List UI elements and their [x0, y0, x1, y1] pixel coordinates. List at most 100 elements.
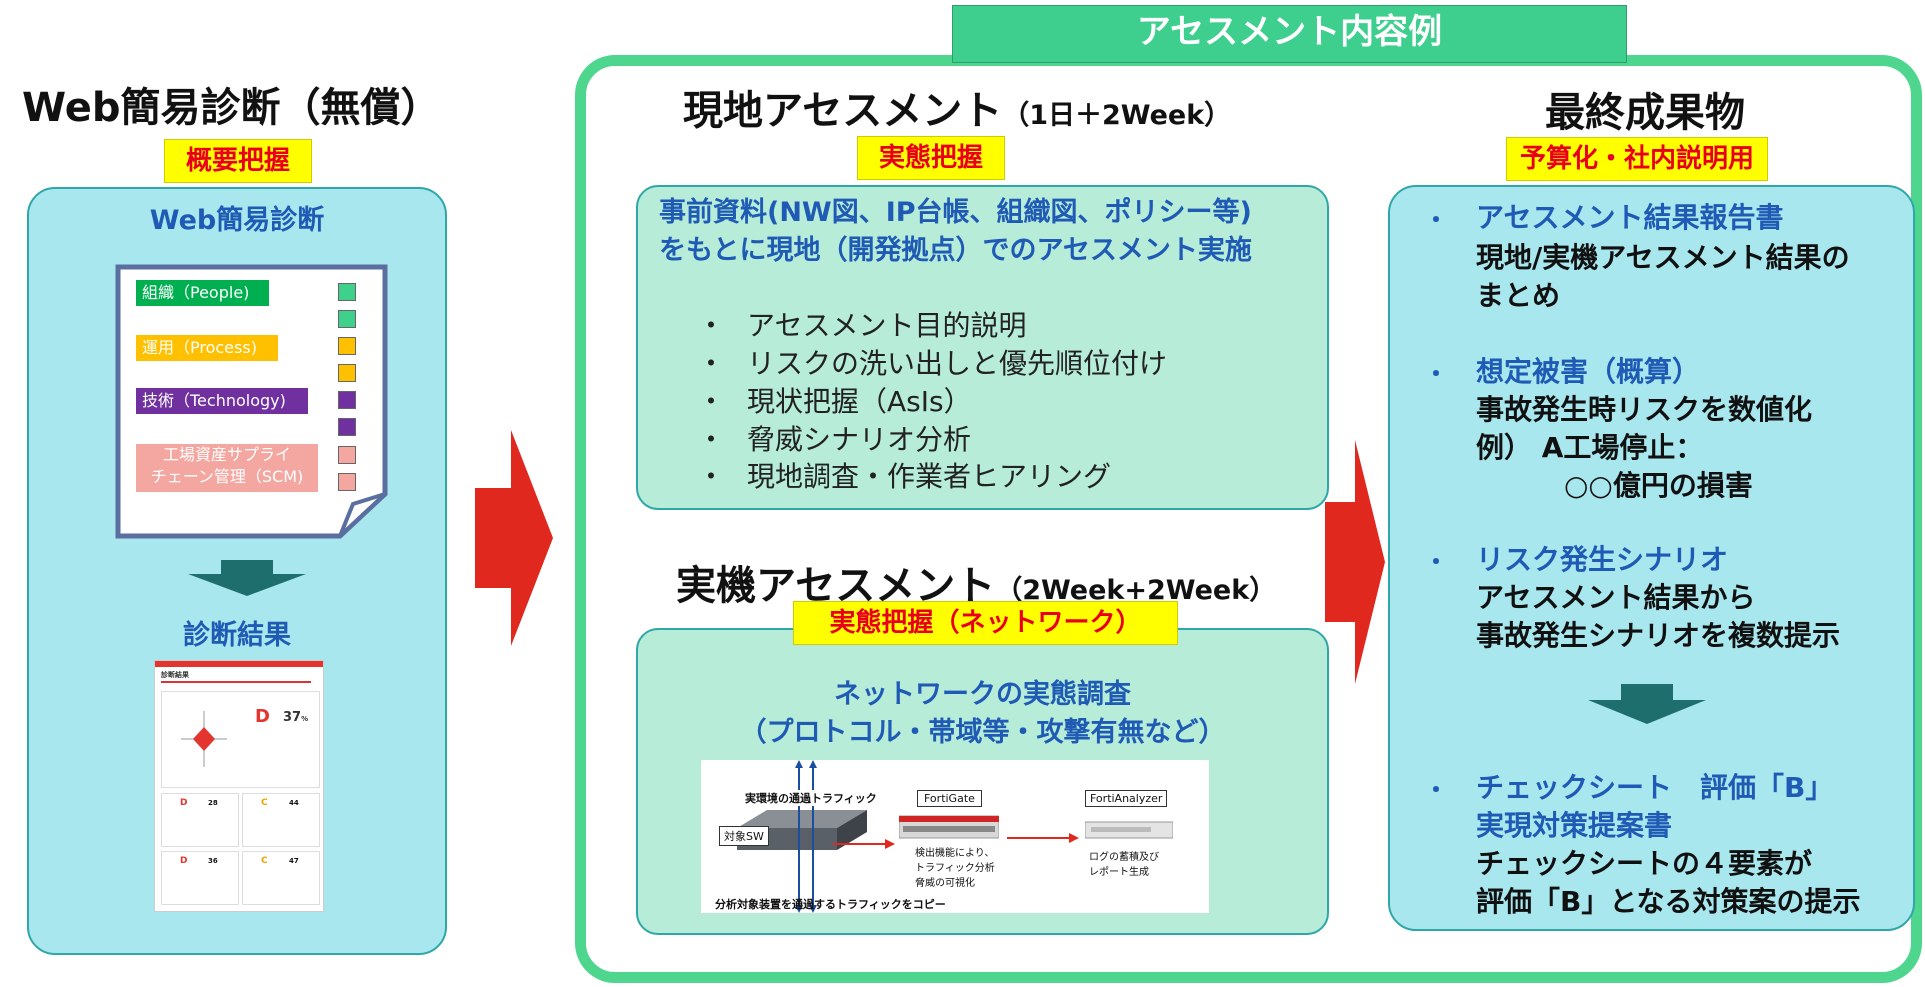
final-tag: 予算化・社内説明用: [1506, 137, 1768, 181]
doc-item-scm: 工場資産サプライ チェーン管理（SCM): [136, 444, 318, 492]
report-card: D 28: [161, 793, 239, 847]
final-title: 最終成果物: [1545, 90, 1745, 136]
final-item: ・ チェックシート 評価「B」 実現対策提案書 チェックシートの４要素が 評価「…: [1424, 766, 1904, 926]
onsite-item-text: アセスメント目的説明: [747, 309, 1027, 342]
onsite-item: ・ リスクの洗い出しと優先順位付け: [697, 342, 1297, 380]
fortigate-desc-line: トラフィック分析: [915, 863, 995, 874]
card-percent: 36: [208, 857, 218, 865]
fortianalyzer-desc: ログの蓄積及び レポート生成: [1089, 850, 1159, 880]
report-thumbnail: 診断結果 D 37% D 28 C 44 D 36 C 47: [154, 660, 324, 912]
score-square: [338, 446, 356, 464]
score-square: [338, 391, 356, 409]
card-percent: 47: [289, 857, 299, 865]
final-item-line: 評価「B」となる対策案の提示: [1476, 885, 1861, 918]
fortigate-desc: 検出機能により、 トラフィック分析 脅威の可視化: [915, 846, 995, 891]
down-arrow-icon: [1588, 684, 1706, 724]
report-card: C 44: [242, 793, 320, 847]
bullet-dot: ・: [697, 460, 726, 493]
final-item: ・ 想定被害（概算） 事故発生時リスクを数値化 例） A工場停止： ○○億円の損…: [1424, 350, 1904, 502]
fortigate-desc-line: 検出機能により、: [915, 848, 995, 859]
diagram-bottom-label: 分析対象装置を通過するトラフィックをコピー: [715, 898, 946, 911]
score-square: [338, 337, 356, 355]
final-item-line: 現地/実機アセスメント結果の: [1476, 241, 1850, 274]
onsite-title: 現地アセスメント（1日＋2Week）: [683, 78, 1231, 136]
report-rule: [161, 681, 311, 683]
radar-chart-icon: [181, 711, 227, 767]
onsite-item: ・ 脅威シナリオ分析: [697, 418, 1297, 456]
final-item-line: 事故発生シナリオを複数提示: [1476, 619, 1841, 652]
report-accent-bar: [155, 661, 323, 667]
bullet-dot: ・: [697, 385, 726, 418]
fortigate-label: FortiGate: [917, 790, 982, 807]
overview-tag: 概要把握: [164, 139, 312, 183]
network-diagram: 実環境の通過トラフィック 対象SW FortiGate 検出機能により、 トラフ…: [701, 760, 1209, 913]
score-square: [338, 310, 356, 328]
onsite-item-text: 脅威シナリオ分析: [747, 423, 972, 456]
fortianalyzer-device-icon: [1085, 821, 1173, 839]
diagnosis-result-title: 診断結果: [183, 620, 291, 651]
final-item: ・ リスク発生シナリオ アセスメント結果から 事故発生シナリオを複数提示: [1424, 538, 1904, 658]
onsite-tag: 実態把握: [857, 136, 1005, 180]
red-arrow-icon: [1325, 440, 1385, 684]
card-grade: D: [180, 798, 188, 808]
bullet-dot: ・: [1424, 548, 1448, 576]
onsite-item-text: リスクの洗い出しと優先順位付け: [747, 347, 1168, 380]
final-item-title: 想定被害（概算）: [1476, 355, 1701, 388]
device-lead-1: ネットワークの実態調査: [834, 679, 1131, 710]
onsite-item: ・ 現状把握（AsIs）: [697, 380, 1297, 418]
assessment-banner: アセスメント内容例: [952, 5, 1627, 63]
card-percent: 44: [289, 799, 299, 807]
bullet-dot: ・: [697, 347, 726, 380]
card-grade: C: [261, 856, 268, 866]
device-period: （2Week+2Week）: [995, 575, 1277, 606]
device-title: 実機アセスメント（2Week+2Week）: [676, 553, 1276, 611]
final-item-line: チェックシートの４要素が: [1476, 847, 1813, 880]
doc-item-people: 組織（People): [136, 280, 269, 306]
final-item-line: ○○億円の損害: [1564, 469, 1753, 502]
report-card: D 36: [161, 851, 239, 905]
final-item-title-2: 実現対策提案書: [1476, 809, 1673, 842]
final-item-line: 事故発生時リスクを数値化: [1476, 393, 1813, 426]
onsite-panel: [636, 185, 1329, 510]
final-item-title: チェックシート 評価「B」: [1476, 771, 1834, 804]
card-percent: 28: [208, 799, 218, 807]
red-arrow-icon: [475, 430, 553, 646]
final-panel: [1388, 185, 1915, 931]
onsite-item: ・ 現地調査・作業者ヒアリング: [697, 455, 1297, 493]
overall-grade: D: [255, 706, 270, 727]
down-arrow-icon: [188, 560, 306, 596]
report-summary-box: [161, 691, 320, 788]
final-item-title: リスク発生シナリオ: [1476, 543, 1729, 576]
traffic-label: 実環境の通過トラフィック: [745, 790, 877, 806]
final-item-line: 例） A工場停止：: [1476, 431, 1704, 464]
doc-item-process: 運用（Process): [136, 335, 278, 361]
overall-percent: 37%: [283, 710, 309, 725]
doc-item-technology: 技術（Technology): [136, 388, 308, 414]
onsite-lead-2: をもとに現地（開発拠点）でのアセスメント実施: [659, 235, 1252, 266]
report-card: C 47: [242, 851, 320, 905]
fortigate-device-icon: [899, 815, 999, 839]
onsite-item: ・ アセスメント目的説明: [697, 304, 1297, 342]
bullet-dot: ・: [1424, 360, 1448, 388]
mirror-arrow-icon: [833, 839, 895, 849]
switch-label: 対象SW: [719, 826, 769, 846]
score-square: [338, 418, 356, 436]
final-item-line: まとめ: [1476, 279, 1561, 312]
fortianalyzer-label: FortiAnalyzer: [1085, 790, 1168, 807]
bullet-dot: ・: [1424, 206, 1448, 234]
final-item-title: アセスメント結果報告書: [1476, 201, 1784, 234]
final-item: ・ アセスメント結果報告書 現地/実機アセスメント結果の まとめ: [1424, 196, 1904, 316]
bullet-dot: ・: [697, 423, 726, 456]
onsite-item-text: 現地調査・作業者ヒアリング: [747, 460, 1112, 493]
score-square: [338, 283, 356, 301]
score-square: [338, 473, 356, 491]
fortianalyzer-desc-line: レポート生成: [1089, 867, 1149, 878]
bullet-dot: ・: [697, 309, 726, 342]
traffic-arrows-icon: [795, 760, 817, 913]
final-item-line: アセスメント結果から: [1476, 581, 1756, 614]
onsite-item-text: 現状把握（AsIs）: [747, 385, 972, 418]
bullet-dot: ・: [1424, 776, 1448, 804]
onsite-period: （1日＋2Week）: [1002, 100, 1232, 131]
card-grade: D: [180, 856, 188, 866]
score-square: [338, 364, 356, 382]
